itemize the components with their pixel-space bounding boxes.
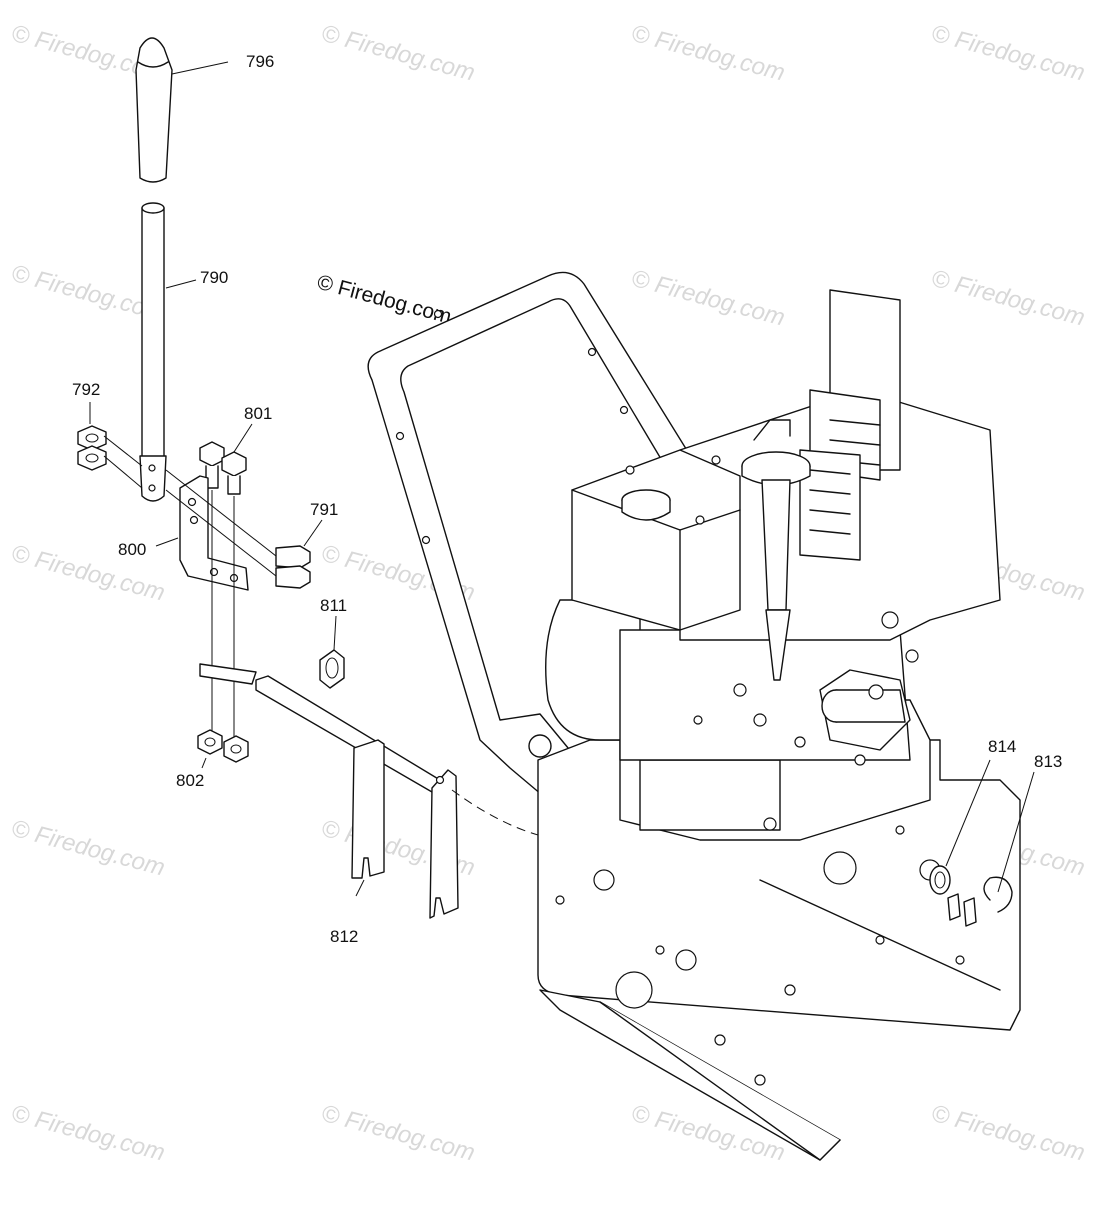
- watermark: © Firedog.com: [628, 265, 787, 332]
- watermark: © Firedog.com: [928, 265, 1087, 332]
- callout-796: 796: [246, 52, 274, 71]
- callout-813: 813: [1034, 752, 1062, 771]
- part-801-bolts: [199, 441, 247, 495]
- part-813-e-ring: [947, 876, 1013, 927]
- callout-802: 802: [176, 771, 204, 790]
- engine: [545, 289, 1001, 841]
- part-814-washer: [929, 865, 951, 895]
- watermark: © Firedog.com: [928, 20, 1087, 87]
- callout-800: 800: [118, 540, 146, 559]
- watermark: © Firedog.com: [318, 1100, 477, 1167]
- callout-792: 792: [72, 380, 100, 399]
- watermark: © Firedog.com: [8, 1100, 167, 1167]
- copyright-notice: © Firedog.com: [315, 271, 454, 329]
- part-790-shift-rod: [139, 202, 167, 502]
- part-811-bushing: [319, 649, 345, 689]
- callout-811: 811: [320, 596, 347, 615]
- watermark: © Firedog.com: [628, 20, 787, 87]
- callout-812: 812: [330, 927, 358, 946]
- callout-814: 814: [988, 737, 1016, 756]
- part-796-handle-grip: [135, 37, 173, 183]
- watermark: © Firedog.com: [8, 815, 167, 882]
- watermark: © Firedog.com: [928, 1100, 1087, 1167]
- callout-790: 790: [200, 268, 228, 287]
- callout-791: 791: [310, 500, 338, 519]
- watermark: © Firedog.com: [318, 20, 477, 87]
- part-792-nut: [77, 425, 107, 471]
- callout-801: 801: [244, 404, 272, 423]
- part-791-bolts: [275, 545, 311, 589]
- part-812-shift-fork: [199, 663, 459, 919]
- part-802-nuts: [197, 729, 249, 763]
